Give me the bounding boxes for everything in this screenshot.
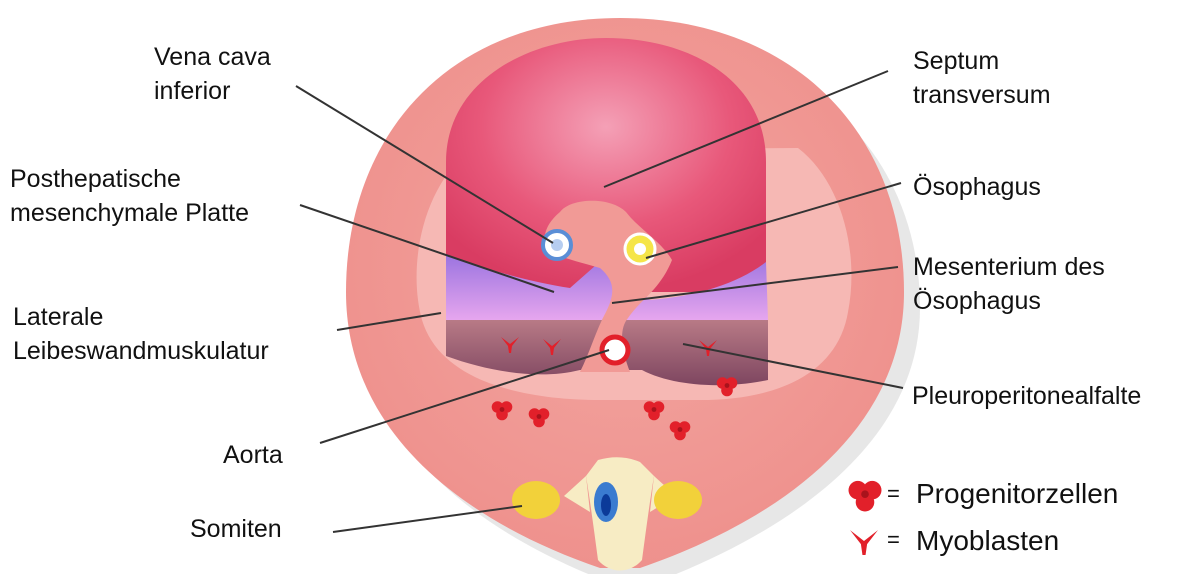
legend-progenitor-label: Progenitorzellen xyxy=(916,478,1118,510)
label-esophagus: Ösophagus xyxy=(913,170,1041,204)
label-posthepatic-plate: Posthepatische mesenchymale Platte xyxy=(10,162,249,230)
legend-myoblast-icon xyxy=(850,530,878,555)
legend-progenitor-icon xyxy=(849,481,882,512)
label-pleuroperitoneal-fold: Pleuroperitonealfalte xyxy=(912,379,1141,413)
legend-equals-myoblast: = xyxy=(887,527,900,553)
label-septum-transversum: Septum transversum xyxy=(913,44,1051,112)
label-somites: Somiten xyxy=(190,512,282,546)
legend-equals-progenitor: = xyxy=(887,481,900,507)
legend-myoblast-label: Myoblasten xyxy=(916,525,1059,557)
somite-left xyxy=(512,481,560,519)
label-vena-cava: Vena cava inferior xyxy=(154,40,271,108)
label-esophageal-mesentery: Mesenterium des Ösophagus xyxy=(913,250,1105,318)
label-lateral-body-wall: Laterale Leibeswandmuskulatur xyxy=(13,300,269,368)
somite-right xyxy=(654,481,702,519)
label-aorta: Aorta xyxy=(223,438,283,472)
